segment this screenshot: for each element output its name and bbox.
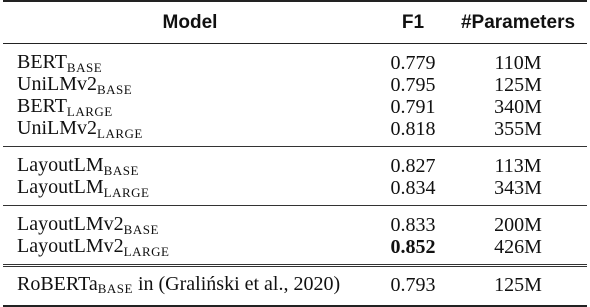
model-size: BASE [123, 222, 159, 237]
header-parameters: #Parameters [449, 0, 587, 44]
model-name: RoBERTa [17, 273, 98, 295]
table-row: RoBERTaBASE in (Graliński et al., 2020) … [3, 264, 587, 307]
table-row: BERTLARGE 0.791 340M [3, 95, 587, 120]
model-size: LARGE [97, 126, 143, 141]
header-model: Model [3, 0, 377, 44]
model-cell: LayoutLMBASE [3, 146, 377, 178]
model-size: BASE [97, 82, 133, 97]
params-cell: 426M [494, 235, 542, 258]
params-cell: 110M [494, 51, 542, 74]
results-table-container: Model F1 #Parameters BERTBASE 0.779 110M… [3, 0, 587, 307]
model-name: LayoutLMv2 [17, 235, 124, 257]
header-row: Model F1 #Parameters [3, 0, 587, 44]
table-row: LayoutLMv2BASE 0.833 200M [3, 205, 587, 237]
f1-cell: 0.791 [390, 95, 436, 118]
model-cell: LayoutLMLARGE [3, 177, 377, 206]
model-size: BASE [66, 60, 103, 75]
model-cell: RoBERTaBASE in (Graliński et al., 2020) [3, 264, 377, 307]
table-row: LayoutLMv2LARGE 0.852 426M [3, 236, 587, 266]
model-size: BASE [103, 163, 139, 178]
params-cell: 343M [494, 176, 542, 199]
f1-cell: 0.827 [377, 146, 449, 177]
f1-cell: 0.795 [390, 73, 436, 96]
table-row: BERTBASE 0.779 110M [3, 44, 587, 76]
table-row: UniLMv2BASE 0.795 125M [3, 73, 587, 98]
f1-cell: 0.833 [377, 205, 449, 236]
params-cell: 200M [449, 205, 587, 236]
model-name: UniLMv2 [17, 73, 97, 95]
model-name: BERT [17, 51, 67, 73]
params-cell: 340M [494, 95, 542, 118]
model-name: LayoutLM [17, 154, 104, 176]
model-name: BERT [17, 95, 67, 117]
results-table: Model F1 #Parameters BERTBASE 0.779 110M… [3, 0, 587, 307]
model-cell: BERTLARGE [3, 95, 377, 120]
model-cell: LayoutLMv2BASE [3, 205, 377, 237]
model-size: LARGE [123, 244, 170, 259]
f1-cell-best: 0.852 [390, 235, 436, 258]
f1-cell: 0.818 [390, 117, 436, 140]
params-cell: 355M [494, 117, 542, 140]
model-cell: LayoutLMv2LARGE [3, 236, 377, 266]
model-cell: UniLMv2BASE [3, 73, 377, 98]
citation-text: in (Graliński et al., 2020) [132, 273, 341, 295]
table-row: UniLMv2LARGE 0.818 355M [3, 118, 587, 147]
model-size: BASE [97, 281, 133, 296]
f1-cell: 0.834 [390, 176, 436, 199]
f1-cell: 0.779 [390, 51, 436, 74]
model-cell: UniLMv2LARGE [3, 118, 377, 147]
header-f1: F1 [377, 0, 449, 44]
table-row: LayoutLMBASE 0.827 113M [3, 146, 587, 178]
model-size: LARGE [103, 185, 150, 200]
params-cell: 125M [449, 264, 587, 307]
model-cell: BERTBASE [3, 44, 377, 76]
params-cell: 125M [494, 73, 542, 96]
table-row: LayoutLMLARGE 0.834 343M [3, 177, 587, 206]
params-cell: 113M [449, 146, 587, 177]
model-size: LARGE [66, 104, 113, 119]
model-name: LayoutLM [17, 176, 104, 198]
f1-cell: 0.793 [377, 264, 449, 307]
model-name: LayoutLMv2 [17, 213, 124, 235]
model-name: UniLMv2 [17, 117, 97, 139]
